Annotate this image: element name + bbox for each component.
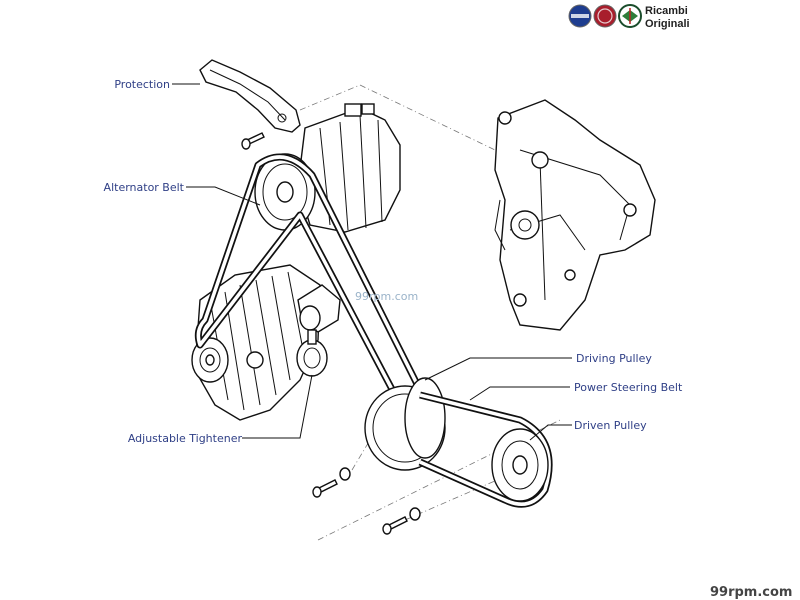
driven-pulley <box>491 428 549 502</box>
alfa-romeo-logo <box>618 4 642 28</box>
fiat-logo <box>593 4 617 28</box>
leader-lines <box>172 83 572 441</box>
lancia-logo <box>568 4 592 28</box>
label-alternator-belt: Alternator Belt <box>104 181 185 194</box>
protection-cover <box>199 59 301 133</box>
mounting-bracket <box>494 99 656 331</box>
brand-line-1: Ricambi <box>645 5 688 17</box>
watermark-center: 99rpm.com <box>355 290 418 303</box>
label-driving-pulley: Driving Pulley <box>576 352 652 365</box>
label-adjustable-tightener: Adjustable Tightener <box>128 432 243 445</box>
adjustable-tightener <box>296 284 341 377</box>
ac-compressor <box>297 103 401 233</box>
power-steering-belt <box>418 391 553 508</box>
alternator <box>191 264 321 421</box>
label-driven-pulley: Driven Pulley <box>574 419 647 432</box>
brand-line-2: Originali <box>645 18 690 30</box>
watermark-corner: 99rpm.com <box>710 585 792 600</box>
brand-logos <box>568 4 642 28</box>
bolt-middle <box>312 467 351 498</box>
label-protection: Protection <box>114 78 170 91</box>
bolt-top <box>241 132 265 150</box>
bolt-bottom <box>382 507 421 535</box>
label-power-steering-belt: Power Steering Belt <box>574 381 683 394</box>
driving-pulley <box>364 377 446 471</box>
